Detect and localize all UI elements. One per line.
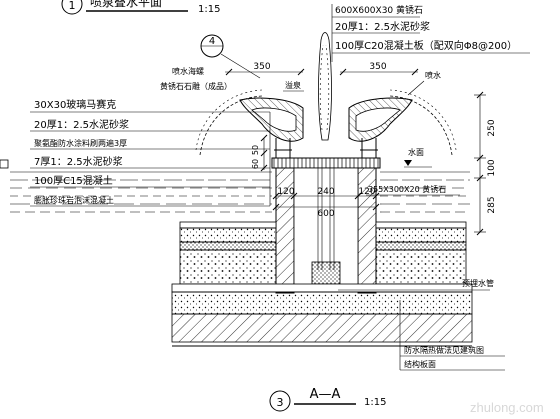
overflow-label: 溢泉 [285, 80, 301, 90]
structure-label: 结构板面 [404, 359, 436, 369]
right-pool [375, 171, 470, 285]
top-title-text: 喷泉叠水平面 [90, 0, 162, 9]
dim-top-left: 350 [253, 62, 270, 72]
dim-240: 240 [317, 187, 334, 197]
dim-120-right: 120 [358, 187, 375, 197]
pool-perlite-layer [179, 249, 277, 285]
spray-leader [407, 80, 425, 96]
top-title-number: 1 [69, 0, 76, 12]
slab-top-layer [171, 283, 473, 293]
structural-slab [171, 313, 473, 343]
pool-mosaic-layer [375, 221, 467, 229]
coping-stone [271, 157, 381, 169]
top-title: 1 喷泉叠水平面 1:15 [61, 0, 220, 15]
dim-600: 600 [317, 209, 334, 219]
right-shell-sculpture [348, 89, 457, 158]
bottom-dimensions: 120 240 120 600 [272, 187, 380, 219]
pipe-note-label: 预埋水管 [462, 278, 494, 288]
dim-top-right: 350 [369, 62, 386, 72]
top-dimensions: 350 350 [225, 62, 419, 76]
dim-tick [225, 68, 233, 76]
dim-250: 250 [487, 119, 497, 136]
pool-perlite-layer [375, 249, 467, 285]
center-spray-jet [318, 32, 332, 141]
top-title-scale: 1:15 [198, 4, 220, 15]
sculpture-label: 喷水海螺 黄锈石石雕（成品） [160, 66, 232, 91]
right-callout-3: 100厚C20混凝土板（配双向Φ8@200） [335, 39, 517, 52]
water-level-symbol [404, 160, 412, 166]
center-basin [271, 157, 381, 294]
right-callout-2: 20厚1：2.5水泥砂浆 [335, 20, 430, 33]
detail-marker: 4 [200, 34, 261, 79]
pool-concrete-layer [179, 227, 277, 243]
water-surface-label: 水面 [408, 147, 424, 157]
pool-concrete-layer [375, 227, 467, 243]
left-callout-4: 7厚1：2.5水泥砂浆 [34, 155, 123, 168]
left-callout-3: 聚氨酯防水涂料刷两遍3厚 [34, 138, 127, 148]
bottom-title-number: 3 [277, 396, 284, 409]
bottom-title-scale: 1:15 [364, 397, 386, 408]
bottom-title-label: A—A [310, 387, 341, 402]
watermark: zhulong.com [470, 400, 544, 415]
dim-100: 100 [487, 159, 497, 176]
structural-layers [171, 283, 473, 347]
right-callout-1: 600X600X30 黄锈石 [335, 4, 423, 16]
pool-mosaic-layer [179, 221, 277, 229]
right-callouts: 600X600X30 黄锈石 20厚1：2.5水泥砂浆 100厚C20混凝土板（… [331, 4, 530, 62]
detail-marker-number: 4 [209, 36, 215, 47]
top-title-circle [61, 0, 83, 15]
dim-tick [411, 68, 419, 76]
slab-fill-layer [171, 291, 473, 315]
left-callouts: 30X30玻璃马赛克 20厚1：2.5水泥砂浆 聚氨酯防水涂料刷两遍3厚 7厚1… [30, 98, 271, 207]
waterproof-label: 防水隔热做法见建筑图 [404, 345, 484, 355]
bottom-right-callouts: 防水隔热做法见建筑图 结构板面 [399, 300, 505, 371]
dim-50: 50 [251, 145, 260, 155]
pump-block [311, 261, 341, 285]
left-callout-6: 膨胀珍珠岩泡沫混凝土 [34, 195, 114, 205]
dim-60: 60 [251, 159, 260, 169]
stone-block-label: 355X300X20 黄锈石 [368, 184, 446, 194]
sculpture-label-line-2: 黄锈石石雕（成品） [160, 81, 232, 91]
small-dims: 50 60 [251, 134, 268, 172]
dim-120-left: 120 [277, 187, 294, 197]
pool-mortar-layer [375, 241, 467, 251]
dim-tick [297, 68, 305, 76]
dim-285: 285 [487, 196, 497, 213]
sculpture-label-line-1: 喷水海螺 [172, 66, 204, 76]
detail-marker-leader [220, 53, 261, 79]
left-callout-1: 30X30玻璃马赛克 [34, 98, 116, 111]
spray-label: 喷水 [425, 70, 441, 80]
bottom-title: 3 A—A 1:15 [269, 387, 386, 412]
right-vertical-dims: 250 100 285 [474, 91, 497, 236]
pool-mortar-layer [179, 241, 277, 251]
left-shell-sculpture [195, 89, 304, 158]
left-callout-2: 20厚1：2.5水泥砂浆 [34, 118, 129, 131]
bottom-title-circle [269, 390, 291, 412]
dim-tick [339, 68, 347, 76]
left-callout-5: 100厚C15混凝土 [34, 174, 113, 187]
left-pool [0, 159, 277, 285]
